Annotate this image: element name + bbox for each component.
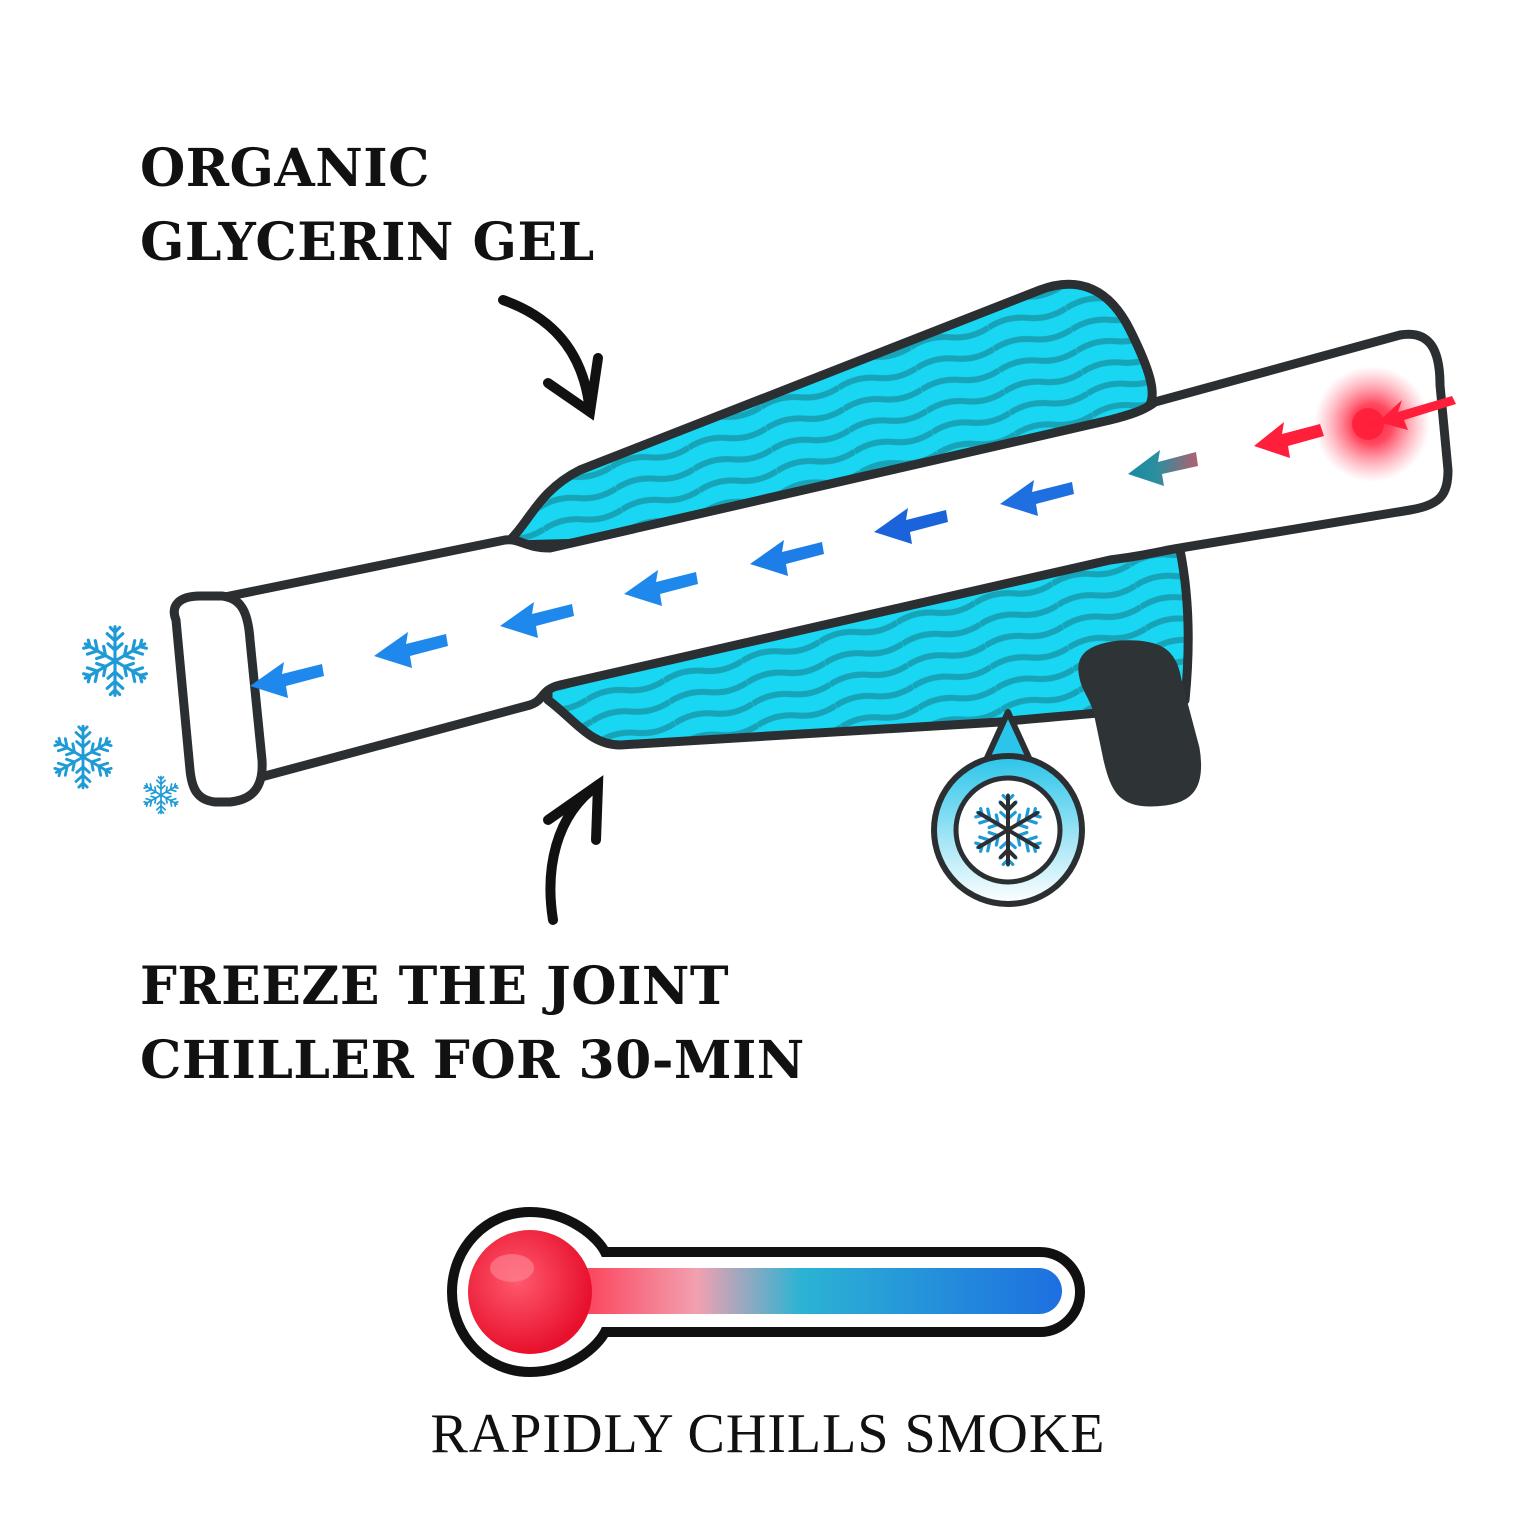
- pointer-arrow-icon: [543, 775, 604, 925]
- gel-label-line2: GLYCERIN GEL: [140, 212, 595, 273]
- snowflake-icon: [143, 777, 179, 814]
- freeze-label-line1: FREEZE THE JOINT: [140, 956, 730, 1017]
- flow-arrow-icon: [1254, 396, 1456, 458]
- gel-label: ORGANIC GLYCERIN GEL: [140, 132, 595, 280]
- gel-label-line1: ORGANIC: [140, 138, 431, 199]
- flow-arrow-icon: [1128, 450, 1198, 486]
- tube-cap: [1078, 640, 1202, 807]
- flow-arrow-icon: [250, 480, 1074, 698]
- caption: RAPIDLY CHILLS SMOKE: [430, 1403, 1106, 1465]
- snowflake-icon: [81, 627, 148, 696]
- pointer-arrow-icon: [498, 295, 603, 421]
- freeze-instruction-label: FREEZE THE JOINT CHILLER FOR 30-MIN: [140, 950, 805, 1098]
- tube-body: [205, 329, 1453, 787]
- thermometer-icon: [446, 1206, 1086, 1378]
- snowflake-icon: [53, 726, 113, 788]
- freeze-label-line2: CHILLER FOR 30-MIN: [140, 1030, 805, 1091]
- gel-sleeve-upper: [507, 279, 1157, 550]
- tube-mouthpiece: [169, 591, 267, 807]
